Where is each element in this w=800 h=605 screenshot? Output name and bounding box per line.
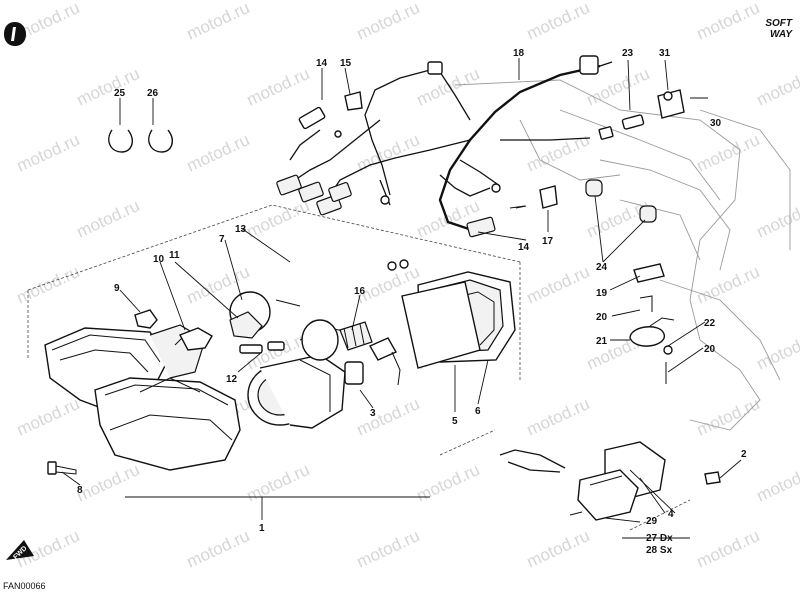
brand-line-1: SOFT xyxy=(765,18,792,29)
rubber-clamps xyxy=(108,129,173,153)
callout-28: 28 Sx xyxy=(646,545,673,556)
watermark-text: motod.ru xyxy=(754,328,800,374)
watermark-text: motod.ru xyxy=(74,460,143,506)
callout-22: 22 xyxy=(704,318,716,329)
callout-2: 2 xyxy=(741,449,747,460)
callout-14-lower: 14 xyxy=(518,242,530,253)
watermark-text: motod.ru xyxy=(354,394,423,440)
assembly-boundary-lines xyxy=(27,204,691,531)
callout-1: 1 xyxy=(259,523,265,534)
callout-3: 3 xyxy=(370,408,376,419)
watermark-text: motod.ru xyxy=(694,262,763,308)
watermark-text: motod.ru xyxy=(244,196,313,242)
watermark-text: motod.ru xyxy=(694,526,763,572)
callout-13: 13 xyxy=(235,224,247,235)
callout-29: 29 xyxy=(646,516,658,527)
watermark-text: motod.ru xyxy=(754,196,800,242)
callout-18: 18 xyxy=(513,48,525,59)
callout-11: 11 xyxy=(169,250,180,261)
callout-20: 20 xyxy=(596,312,608,323)
callout-31: 31 xyxy=(659,48,671,59)
callout-24: 24 xyxy=(596,262,608,273)
mounting-hardware xyxy=(515,179,675,384)
callout-26: 26 xyxy=(147,88,159,99)
watermark-text: motod.ru xyxy=(354,130,423,176)
watermark-text: motod.ru xyxy=(244,64,313,110)
drawing-code: FAN00066 xyxy=(3,581,46,591)
watermark-text: motod.ru xyxy=(14,130,83,176)
callout-23: 23 xyxy=(622,48,634,59)
callout-15: 15 xyxy=(340,58,352,69)
watermark-text: motod.ru xyxy=(74,64,143,110)
clips-and-brackets xyxy=(334,89,708,209)
watermark-text: motod.ru xyxy=(414,64,483,110)
watermark-text: motod.ru xyxy=(754,64,800,110)
callout-25: 25 xyxy=(114,88,126,99)
callout-labels: 25 26 14 15 18 23 31 30 13 7 11 10 9 12 … xyxy=(77,48,747,556)
turn-indicators xyxy=(499,441,721,521)
callout-7: 7 xyxy=(219,234,225,245)
watermark-text: motod.ru xyxy=(14,262,83,308)
callout-10: 10 xyxy=(153,254,165,265)
brand-mark: SOFT WAY xyxy=(765,18,792,40)
watermark-text: motod.ru xyxy=(694,130,763,176)
watermark-text: motod.ru xyxy=(524,262,593,308)
watermark-text: motod.ru xyxy=(414,460,483,506)
callout-4: 4 xyxy=(668,509,674,520)
brand-line-2: WAY xyxy=(769,29,792,40)
watermark-text: motod.ru xyxy=(184,0,253,44)
watermark-text: motod.ru xyxy=(524,526,593,572)
watermark-text: motod.ru xyxy=(754,460,800,506)
wiring-harness xyxy=(276,55,613,238)
watermark-text: motod.ru xyxy=(694,394,763,440)
fwd-arrow: FWD xyxy=(6,540,34,561)
callout-17: 17 xyxy=(542,236,554,247)
leader-lines xyxy=(61,58,742,539)
watermark-text: motod.ru xyxy=(184,130,253,176)
brand-logo-icon xyxy=(4,22,26,46)
callout-19: 19 xyxy=(596,288,608,299)
watermark-text: motod.ru xyxy=(74,196,143,242)
watermark-text: motod.ru xyxy=(694,0,763,44)
callout-12: 12 xyxy=(226,374,238,385)
watermark-text: motod.ru xyxy=(14,394,83,440)
callout-21: 21 xyxy=(596,336,608,347)
headlight-assembly xyxy=(44,324,241,471)
watermark-text: motod.ru xyxy=(184,526,253,572)
callout-20-lower: 20 xyxy=(704,344,716,355)
callout-30: 30 xyxy=(710,118,722,129)
watermark-text: motod.ru xyxy=(354,0,423,44)
callout-9: 9 xyxy=(114,283,120,294)
projector-unit xyxy=(247,327,364,429)
callout-5: 5 xyxy=(452,416,458,427)
watermark-text: motod.ru xyxy=(524,394,593,440)
lamp-frame xyxy=(401,271,516,369)
callout-8: 8 xyxy=(77,485,83,496)
watermark-layer: motod.ru motod.ru motod.ru motod.ru motod.ru… xyxy=(14,0,800,572)
watermark-text: motod.ru xyxy=(244,460,313,506)
watermark-text: motod.ru xyxy=(524,0,593,44)
watermark-text: motod.ru xyxy=(354,526,423,572)
bolt-part xyxy=(47,461,77,475)
frame-outline-ghost xyxy=(454,79,791,431)
callout-27: 27 Dx xyxy=(646,533,673,544)
callout-6: 6 xyxy=(475,406,481,417)
bulb-and-socket-parts xyxy=(134,259,409,386)
callout-14: 14 xyxy=(316,58,328,69)
callout-16: 16 xyxy=(354,286,366,297)
